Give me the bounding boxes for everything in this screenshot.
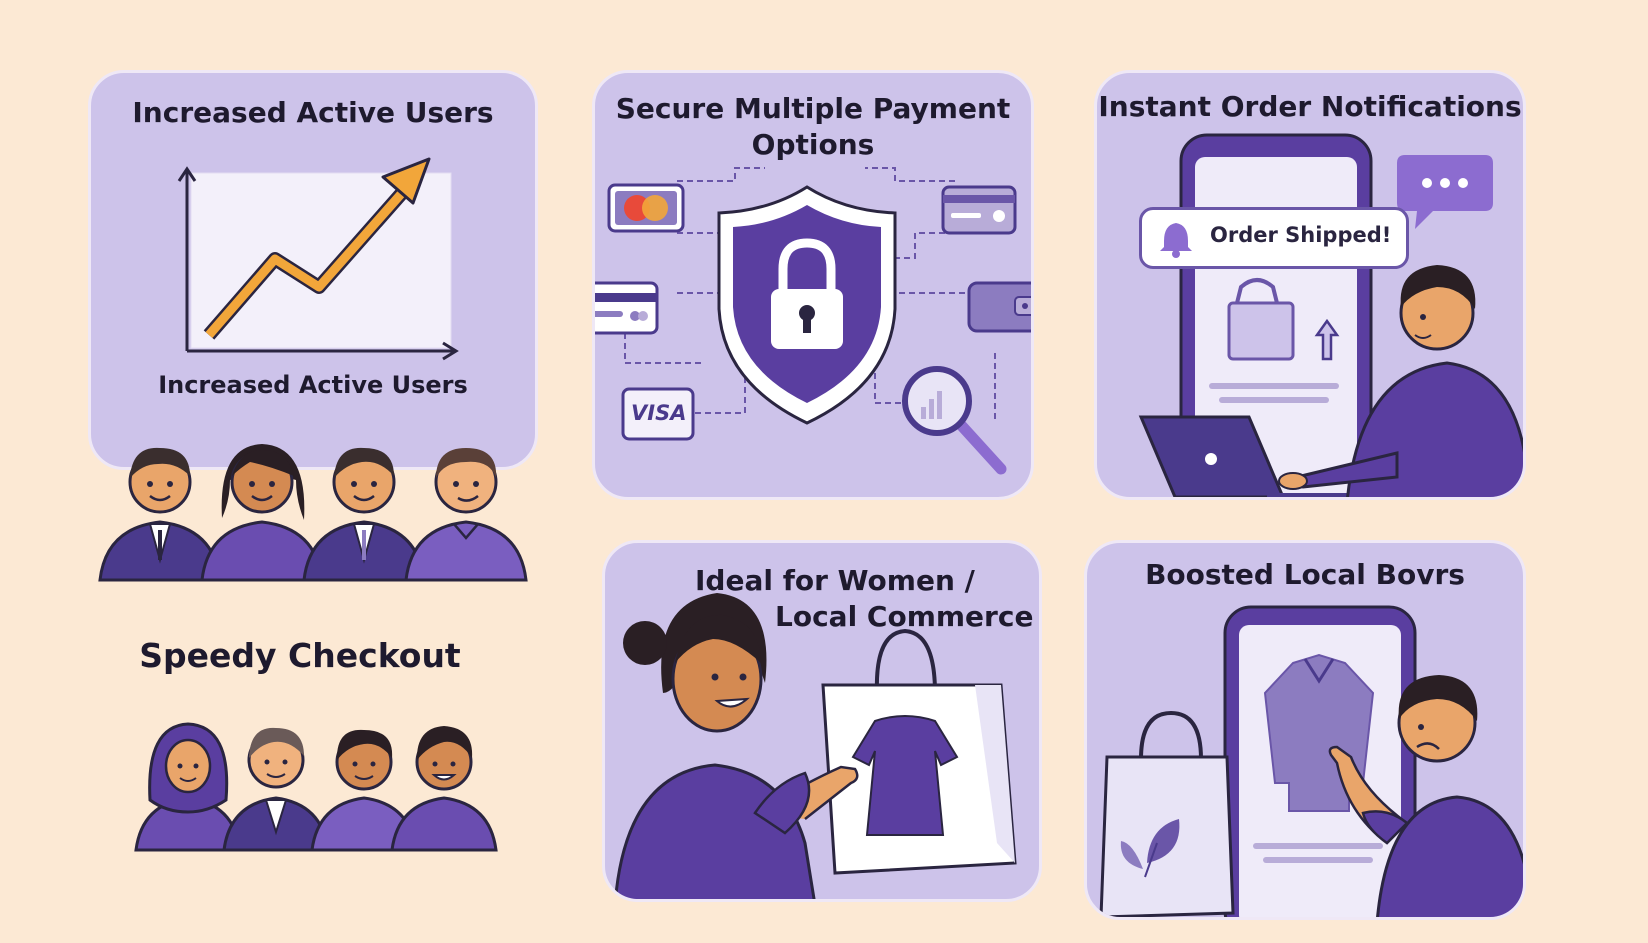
person-icon <box>404 448 528 582</box>
person-icon <box>98 447 222 582</box>
panel-title-line2: Options <box>751 128 875 161</box>
eco-bag-icon <box>1099 710 1235 917</box>
notification-text: Order Shipped! <box>1210 223 1392 247</box>
payment-security-illustration <box>595 167 1031 475</box>
panel-title-line1: Ideal for Women / <box>695 564 975 597</box>
mastercard-icon <box>607 183 685 233</box>
person-icon <box>614 593 859 899</box>
person-icon <box>390 726 498 852</box>
man-shopping-illustration <box>1099 605 1523 917</box>
growth-chart-icon <box>177 157 459 361</box>
people-group-icon <box>98 444 528 582</box>
speedy-checkout-title: Speedy Checkout <box>139 636 461 675</box>
visa-label: VISA <box>631 401 687 425</box>
panel-title-line1: Secure Multiple Payment <box>615 92 1011 125</box>
panel-title: Increased Active Users <box>132 96 494 129</box>
panel-secure-payment: Secure Multiple Payment Options <box>592 70 1034 500</box>
visa-card-icon <box>621 387 695 441</box>
panel-title: Boosted Local Bovrs <box>1145 558 1465 591</box>
chart-caption: Increased Active Users <box>158 371 468 399</box>
person-icon <box>1278 265 1523 497</box>
chat-bubble-icon <box>1397 155 1493 229</box>
person-icon <box>1328 675 1523 917</box>
panel-title: Instant Order Notifications <box>1098 90 1522 123</box>
panel-active-users: Increased Active Users Increased Active … <box>88 70 538 470</box>
credit-card-icon <box>941 185 1017 235</box>
woman-shopping-illustration <box>614 593 1017 899</box>
dress-icon <box>851 715 959 836</box>
wallet-icon <box>967 281 1031 333</box>
phone-illustration <box>1138 133 1523 497</box>
panel-women-commerce: Ideal for Women / Local Commerce <box>602 540 1042 902</box>
panel-notifications: Instant Order Notifications <box>1094 70 1526 500</box>
person-icon <box>134 722 242 852</box>
panel-local-boost: Boosted Local Bovrs <box>1084 540 1526 920</box>
people-group-icon <box>134 722 498 852</box>
person-icon <box>222 727 330 852</box>
person-icon <box>200 444 324 582</box>
panel-title-line2: Local Commerce <box>775 600 1034 633</box>
magnifier-icon <box>902 366 1007 475</box>
credit-card-icon <box>595 281 659 335</box>
shopping-bag-icon <box>1227 278 1340 361</box>
person-icon <box>302 447 426 582</box>
order-notification: Order Shipped! <box>1139 207 1409 269</box>
lock-icon <box>771 238 843 349</box>
bell-icon <box>1160 223 1192 258</box>
